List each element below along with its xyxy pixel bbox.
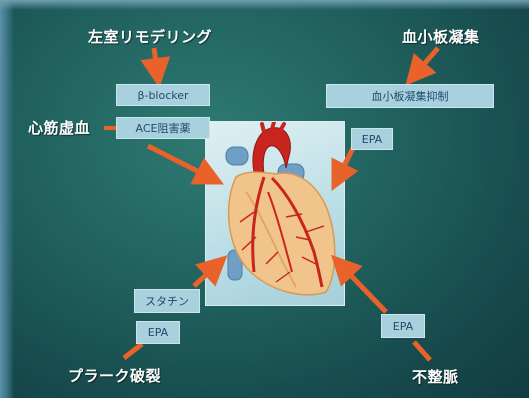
label-myocardial-ischemia: 心筋虚血 [28,117,90,138]
box-platelet-inhibition: 血小板凝集抑制 [326,84,494,108]
box-statin: スタチン [134,289,200,313]
arrow-statin-to-heart [194,262,220,286]
box-epa-platelet: EPA [351,128,393,150]
arrow-epa-to-heart-right [336,148,353,182]
box-ace-inhibitor: ACE阻害薬 [116,117,210,139]
arrow-platelet [412,48,438,78]
arrow-plaque [124,344,142,358]
box-epa-plaque: EPA [136,321,180,344]
box-epa-arrhythmia: EPA [381,314,425,338]
arrow-to-heart-upper-left [148,146,215,180]
arrow-arrhythmia-label [414,342,430,360]
arrow-arrhythmia-to-heart [338,262,386,312]
label-plaque-rupture: プラーク破裂 [68,365,161,386]
label-arrhythmia: 不整脈 [412,366,459,387]
label-platelet-aggregation: 血小板凝集 [402,26,480,47]
arrow-lv-remodeling [154,48,158,78]
box-beta-blocker: β-blocker [116,84,210,106]
label-lv-remodeling: 左室リモデリング [88,26,212,47]
